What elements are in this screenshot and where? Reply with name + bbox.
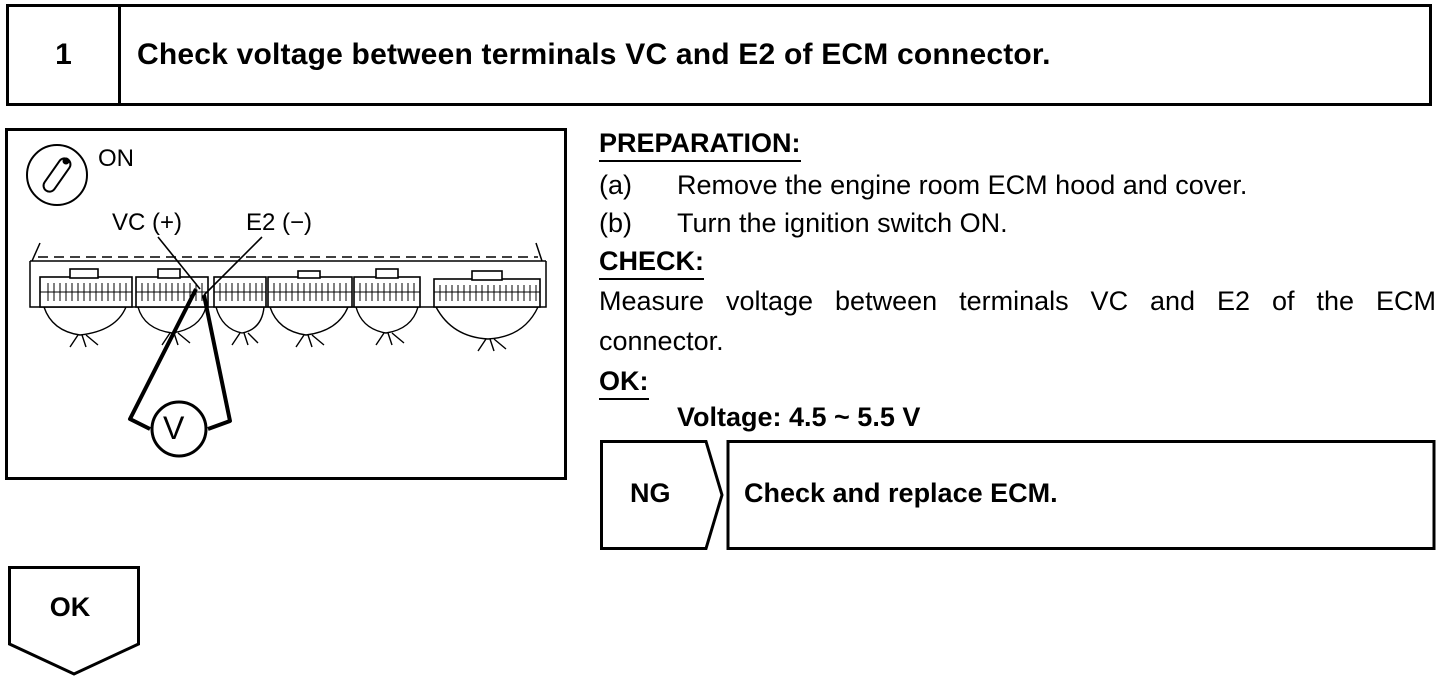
ng-result: NG Check and replace ECM. xyxy=(600,440,1438,550)
prep-item-b-marker: (b) xyxy=(599,208,632,238)
step-number: 1 xyxy=(9,7,121,103)
e2-terminal-label: E2 (−) xyxy=(246,209,313,236)
ng-label: NG xyxy=(630,478,671,508)
prep-item-a-text: Remove the engine room ECM hood and cove… xyxy=(677,170,1248,200)
vc-terminal-label: VC (+) xyxy=(112,209,183,236)
ignition-key-icon xyxy=(26,144,88,206)
prep-item-b-text: Turn the ignition switch ON. xyxy=(677,208,1008,238)
wire-harness xyxy=(43,306,539,352)
connector-pins xyxy=(40,283,540,301)
voltmeter-leads xyxy=(128,288,232,431)
preparation-heading: PREPARATION: xyxy=(599,130,801,162)
check-text-line2: connector. xyxy=(599,326,724,356)
voltmeter-symbol: V xyxy=(163,410,185,446)
ok-heading: OK: xyxy=(599,368,649,400)
step-header: 1 Check voltage between terminals VC and… xyxy=(6,4,1432,106)
step-title: Check voltage between terminals VC and E… xyxy=(137,38,1051,71)
label-leaders xyxy=(157,236,263,296)
prep-item-a-marker: (a) xyxy=(599,170,632,200)
ecm-connector-illustration: ON VC (+) E2 (−) V xyxy=(5,128,567,480)
ignition-on-label: ON xyxy=(98,145,134,172)
check-heading: CHECK: xyxy=(599,248,704,280)
connector-blocks xyxy=(39,268,541,308)
ok-arrow-frame xyxy=(8,566,140,676)
voltmeter-icon xyxy=(150,400,208,458)
ng-action: Check and replace ECM. xyxy=(744,478,1058,508)
check-text-line1: Measure voltage between terminals VC and… xyxy=(599,286,1436,316)
ng-frame xyxy=(600,440,1436,550)
ok-label: OK xyxy=(49,592,91,622)
ok-voltage-spec: Voltage: 4.5 ~ 5.5 V xyxy=(677,402,921,432)
connector-drawing xyxy=(26,144,547,458)
ok-result: OK xyxy=(8,566,140,678)
